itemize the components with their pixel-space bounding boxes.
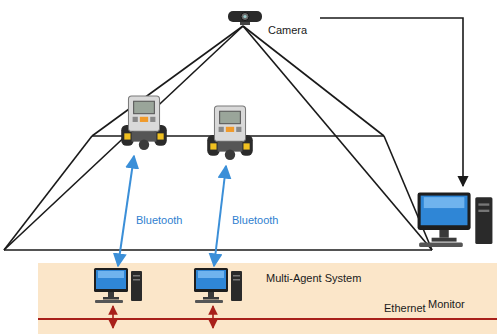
- camera-icon: [228, 11, 262, 25]
- network-label: Ethernet: [384, 302, 426, 314]
- node-label: Monitor: [428, 298, 465, 310]
- node-label: Multi-Agent System: [266, 272, 361, 284]
- node-label: Camera: [268, 24, 307, 36]
- robot: [207, 106, 253, 160]
- agent-computer: [94, 268, 142, 303]
- link-label: Bluetooth: [136, 214, 182, 226]
- system-panel: [38, 263, 497, 334]
- camera-node: Camera: [226, 8, 320, 39]
- network-link: [113, 306, 213, 328]
- link-label: Bluetooth: [232, 214, 278, 226]
- robot: [121, 96, 167, 150]
- ethernet-line: [38, 318, 497, 320]
- system-band: Multi-Agent System: [38, 263, 497, 334]
- bluetooth-link: [118, 156, 226, 266]
- monitor-computer: [418, 192, 493, 247]
- monitor-node: Monitor: [416, 186, 494, 316]
- signal-arrow: [320, 18, 463, 186]
- agent-computer: [194, 268, 242, 303]
- camera-field-pyramid: [4, 26, 432, 250]
